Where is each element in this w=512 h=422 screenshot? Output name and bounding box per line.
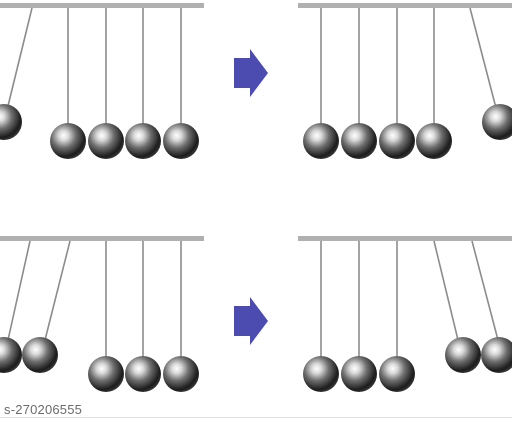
string [6, 7, 33, 111]
ball [163, 356, 199, 392]
ball [341, 356, 377, 392]
top-bar [0, 3, 204, 8]
ball [0, 104, 22, 140]
panel-top-left [0, 3, 204, 159]
ball [125, 356, 161, 392]
ball [50, 123, 86, 159]
divider [0, 417, 512, 418]
string [469, 7, 497, 109]
ball [481, 337, 512, 373]
ball [445, 337, 481, 373]
arrow-right-icon [234, 297, 268, 345]
panel-top-right [298, 3, 512, 159]
ball [125, 123, 161, 159]
watermark-id: s-270206555 [4, 402, 83, 417]
ball [379, 123, 415, 159]
string [433, 240, 459, 341]
ball [303, 356, 339, 392]
ball [341, 123, 377, 159]
string [7, 240, 31, 341]
ball [416, 123, 452, 159]
ball [379, 356, 415, 392]
top-bar [298, 236, 512, 241]
ball [88, 123, 124, 159]
panel-bottom-right [298, 236, 512, 392]
ball [22, 337, 58, 373]
top-bar [298, 3, 512, 8]
ball [303, 123, 339, 159]
ball [482, 104, 512, 140]
ball [163, 123, 199, 159]
ball [0, 337, 22, 373]
string [471, 240, 499, 341]
panel-bottom-left [0, 236, 204, 392]
top-bar [0, 236, 204, 241]
ball [88, 356, 124, 392]
string [44, 240, 71, 341]
arrow-right-icon [234, 49, 268, 97]
